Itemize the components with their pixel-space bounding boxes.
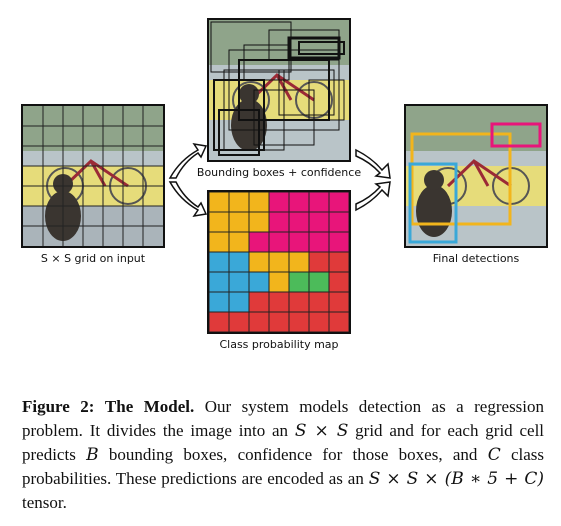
car-detection-box [490,122,542,148]
input-grid-label: S × S grid on input [40,252,146,265]
class-probability-map [207,190,351,334]
figure-caption: Figure 2: The Model. Our system models d… [22,395,544,515]
grid-overlay [23,106,163,246]
boxes-scene [209,20,349,160]
final-detections-label: Final detections [432,252,520,265]
confidence-boxes [210,21,345,156]
bounding-boxes-image [207,18,351,162]
class-probability-label: Class probability map [219,338,339,351]
caption-text-3: bounding boxes, confidence for those box… [108,445,478,464]
input-scene [23,106,163,246]
arrow-down-left [168,181,208,218]
caption-math-1: S × S [294,421,349,441]
dog-detection-box [408,162,458,244]
bounding-boxes-label: Bounding boxes + confidence [196,166,362,179]
caption-label: Figure 2: [22,397,95,416]
caption-math-2: B [86,445,99,465]
caption-math-4: S × S × (B ∗ 5 + C) [368,469,545,489]
arrow-up-left [168,142,208,179]
final-scene [406,106,546,246]
caption-text-5: tensor. [22,493,67,512]
caption-text-2: grid and for each grid cell predicts [22,421,545,464]
flow-arrows [168,142,391,218]
class-grid [209,192,349,332]
bicycle-detection-box [410,132,512,226]
final-detections-image [404,104,548,248]
caption-title: The Model. [104,397,195,416]
caption-math-3: C [487,445,501,465]
class-cell [328,311,349,332]
arrow-from-bottom [355,181,391,212]
input-grid-image [21,104,165,248]
caption-text-1: Our system models detection as a regress… [22,397,545,440]
arrow-from-top [355,148,391,179]
caption-text-4: class probabilities. These predictions a… [22,445,545,488]
